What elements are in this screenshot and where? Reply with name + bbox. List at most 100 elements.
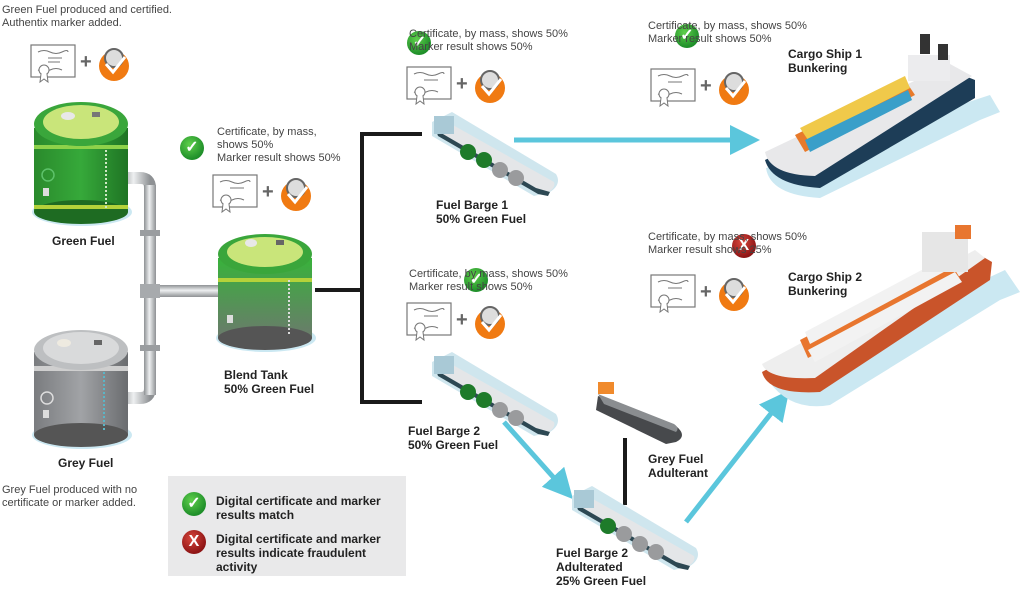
cross-badge-icon: X [182, 530, 206, 554]
label-line: Fuel Barge 2 [408, 424, 481, 438]
legend-item-fraud: X Digital certificate and marker results… [182, 530, 406, 574]
plus-icon: + [80, 51, 92, 73]
note-line: Grey Fuel produced with no [2, 484, 138, 496]
marker-icon [719, 278, 749, 311]
cargo-ship-2-status: Certificate, by mass, shows 50% Marker r… [648, 231, 807, 257]
label-line: 50% Green Fuel [224, 382, 315, 396]
cert-marker-group: + [406, 66, 516, 111]
label-line: Grey Fuel [648, 452, 704, 466]
marker-icon [281, 178, 311, 211]
cert-marker-group: + [406, 302, 516, 347]
flow-arrows [502, 125, 790, 524]
status-line: Marker result shows 25% [648, 244, 772, 256]
green-fuel-label: Green Fuel [52, 234, 115, 248]
fuel-barge-1 [432, 112, 558, 196]
fuel-barge-1-status: Certificate, by mass, shows 50% Marker r… [409, 28, 568, 54]
cert-marker-icons: + [406, 302, 505, 342]
marker-icon [475, 70, 505, 103]
fuel-barge-2-status: Certificate, by mass, shows 50% Marker r… [409, 268, 568, 294]
label-line: Bunkering [788, 284, 848, 298]
cargo-ship-1 [765, 34, 1000, 198]
cargo-ship-1-status: Certificate, by mass, shows 50% Marker r… [648, 20, 807, 46]
arrow-adulterated-to-cargo2 [684, 390, 790, 524]
certificate-icon [650, 68, 696, 108]
pipe-network [114, 172, 222, 404]
fuel-barge-2-adulterated-label: Fuel Barge 2 Adulterated 25% Green Fuel [556, 546, 646, 588]
cert-marker-group: + [650, 68, 760, 113]
status-line: shows 50% [217, 139, 274, 151]
certificate-icon [406, 66, 452, 106]
cert-marker-icons: + [650, 68, 749, 108]
cross-glyph: X [188, 533, 200, 550]
cert-marker-icons: + [30, 44, 129, 84]
label-line: Fuel Barge 2 [556, 546, 629, 560]
cargo-ship-2-label: Cargo Ship 2 Bunkering [788, 270, 862, 298]
legend-line: Digital certificate and marker [216, 532, 381, 546]
plus-icon: + [456, 73, 468, 95]
note-line: Authentix marker added. [2, 17, 122, 29]
green-fuel-note: Green Fuel produced and certified. Authe… [2, 4, 172, 30]
marker-icon [719, 72, 749, 105]
status-line: Certificate, by mass, shows 50% [648, 231, 807, 243]
check-glyph: ✓ [187, 495, 201, 512]
label-line: 50% Green Fuel [408, 438, 499, 452]
legend-item-match: ✓ Digital certificate and marker results… [182, 492, 381, 522]
note-line: Green Fuel produced and certified. [2, 4, 172, 16]
cert-marker-group: + [212, 174, 322, 219]
status-line: Marker result shows 50% [409, 41, 533, 53]
grey-fuel-label: Grey Fuel [58, 456, 114, 470]
check-badge-icon: ✓ [464, 268, 489, 292]
check-glyph: ✓ [680, 27, 694, 44]
legend-line: results indicate fraudulent activity [216, 546, 367, 574]
plus-icon: + [262, 181, 274, 203]
marker-icon [475, 306, 505, 339]
check-badge-icon: ✓ [182, 492, 206, 516]
certificate-icon [30, 44, 76, 84]
legend-text: Digital certificate and marker results m… [216, 494, 381, 522]
cargo-ship-2 [762, 225, 1020, 407]
plus-icon: + [456, 309, 468, 331]
status-line: Marker result shows 50% [409, 281, 533, 293]
cert-marker-group: + [650, 274, 760, 319]
label-line: 50% Green Fuel [436, 212, 527, 226]
blend-tank-label: Blend Tank 50% Green Fuel [224, 368, 314, 396]
label-line: Bunkering [788, 61, 848, 75]
cross-badge-icon: X [731, 234, 756, 258]
label-line: Cargo Ship 1 [788, 47, 863, 61]
cross-glyph: X [738, 237, 750, 254]
plus-icon: + [700, 281, 712, 303]
legend-line: results match [216, 508, 295, 522]
fuel-barge-1-label: Fuel Barge 1 50% Green Fuel [436, 198, 526, 226]
label-line: Cargo Ship 2 [788, 270, 863, 284]
grey-fuel-tank [32, 330, 132, 449]
grey-fuel-tanker [596, 382, 682, 444]
arrow-barge2-to-adulterated [502, 420, 573, 500]
blend-connector [315, 132, 422, 404]
grey-fuel-note: Grey Fuel produced with no certificate o… [2, 484, 137, 510]
label-line: Adulterant [648, 466, 708, 480]
certificate-icon [406, 302, 452, 342]
status-line: Marker result shows 50% [217, 152, 341, 164]
certificate-icon [212, 174, 258, 214]
cargo-ship-1-label: Cargo Ship 1 Bunkering [788, 47, 862, 75]
legend-text: Digital certificate and marker results i… [216, 532, 406, 574]
check-badge-icon: ✓ [407, 31, 432, 55]
label-line: Fuel Barge 1 [436, 198, 509, 212]
status-line: Marker result shows 50% [648, 33, 772, 45]
check-glyph: ✓ [185, 139, 199, 156]
label-line: Adulterated [556, 560, 623, 574]
fuel-barge-2 [432, 352, 558, 436]
cert-marker-icons: + [406, 66, 505, 106]
fuel-barge-2-adulterated [572, 486, 698, 570]
cert-marker-icons: + [212, 174, 311, 214]
grey-fuel-adulterant-label: Grey Fuel Adulterant [648, 452, 708, 480]
check-glyph: ✓ [469, 271, 484, 288]
status-line: Certificate, by mass, [217, 126, 317, 138]
legend: ✓ Digital certificate and marker results… [168, 476, 406, 576]
cert-marker-icons: + [650, 274, 749, 314]
plus-icon: + [700, 75, 712, 97]
check-badge-icon: ✓ [674, 24, 699, 48]
certificate-icon [650, 274, 696, 314]
note-line: certificate or marker added. [2, 497, 136, 509]
